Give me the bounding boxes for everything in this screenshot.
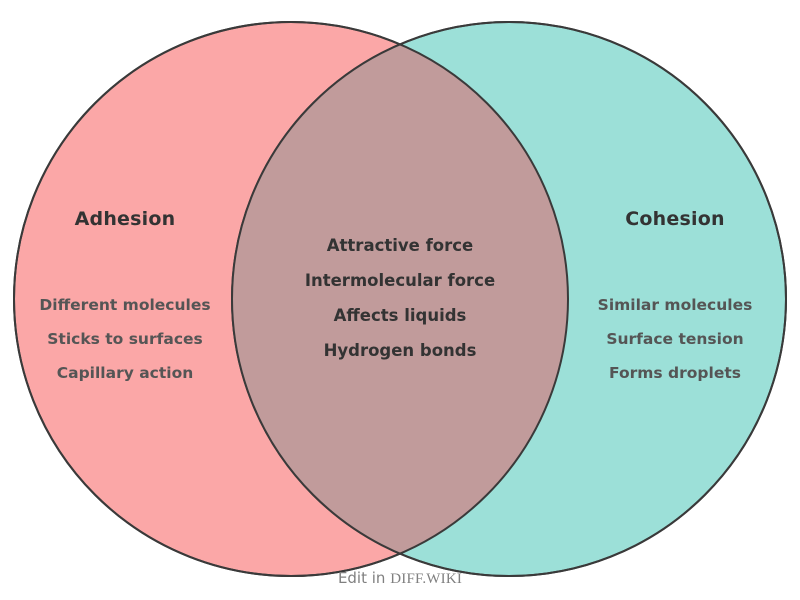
edit-label: Edit in xyxy=(337,569,386,587)
venn-circle-left-outline xyxy=(13,21,569,577)
brand-label: DIFF.WIKI xyxy=(390,571,463,587)
venn-circle-right-outline xyxy=(231,21,787,577)
venn-intersection-region[interactable] xyxy=(232,22,786,576)
edit-watermark-link[interactable]: Edit in DIFF.WIKI xyxy=(0,568,800,589)
